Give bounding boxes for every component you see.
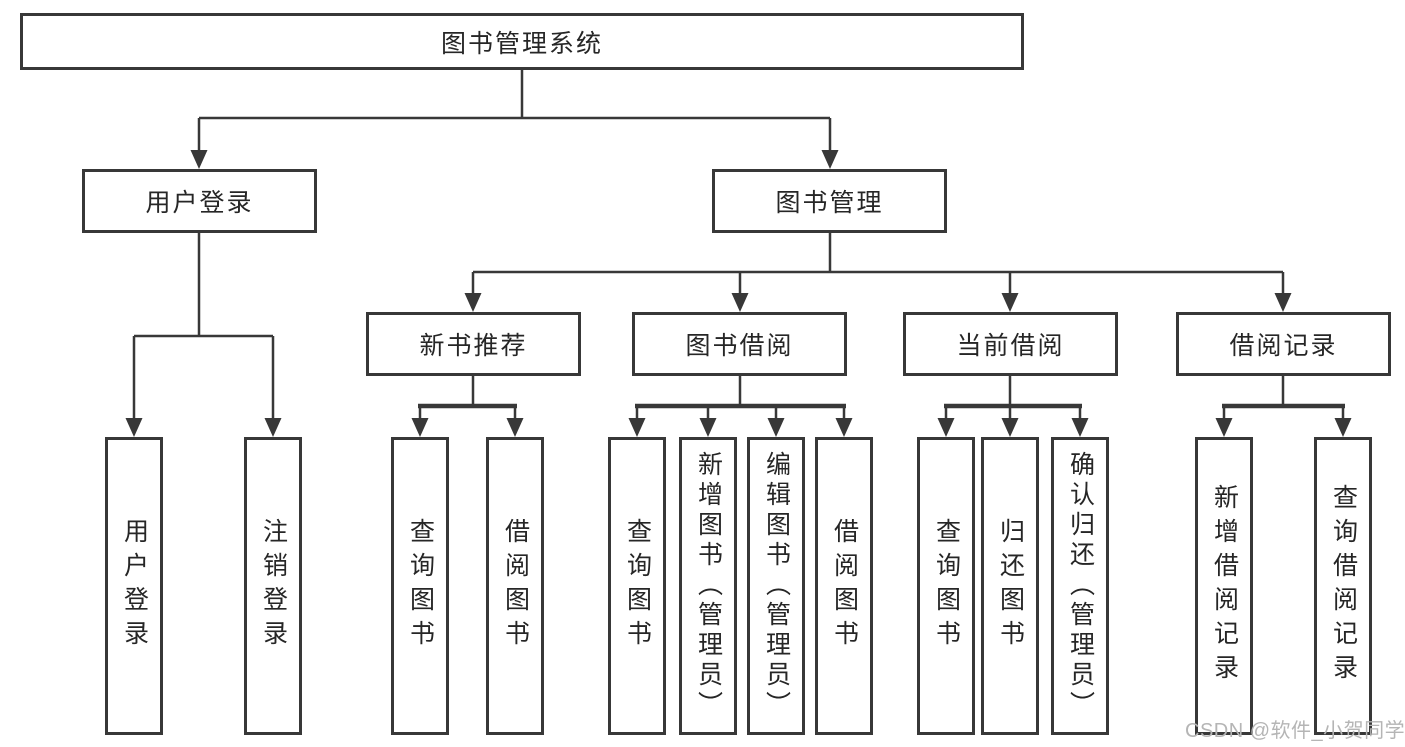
leaf-label: 新增图书（管理员）	[694, 451, 723, 721]
leaf-label: 查询借阅记录	[1329, 484, 1358, 688]
leaf-add-books-admin: 新增图书（管理员）	[679, 437, 737, 735]
leaf-label: 编辑图书（管理员）	[762, 451, 791, 721]
leaf-label: 用户登录	[120, 518, 149, 654]
leaf-label: 注销登录	[259, 518, 288, 654]
leaf-query-books-recommend: 查询图书	[391, 437, 449, 735]
node-label: 图书管理	[775, 189, 884, 217]
leaf-label: 查询图书	[932, 518, 961, 654]
leaf-label: 查询图书	[623, 518, 652, 654]
leaf-label: 借阅图书	[501, 518, 530, 654]
leaf-user-login: 用户登录	[105, 437, 163, 735]
leaf-query-books-current: 查询图书	[917, 437, 975, 735]
node-user-login-branch: 用户登录	[82, 169, 317, 233]
leaf-add-borrow-record: 新增借阅记录	[1195, 437, 1253, 735]
node-borrowing-records: 借阅记录	[1176, 312, 1391, 376]
arrowheads	[125, 150, 1352, 437]
leaf-confirm-return-admin: 确认归还（管理员）	[1051, 437, 1109, 735]
leaf-query-borrow-record: 查询借阅记录	[1314, 437, 1372, 735]
leaf-logout: 注销登录	[244, 437, 302, 735]
leaf-label: 借阅图书	[830, 518, 859, 654]
node-book-management: 图书管理	[712, 169, 947, 233]
leaf-return-books: 归还图书	[981, 437, 1039, 735]
node-label: 图书借阅	[685, 332, 794, 360]
node-label: 当前借阅	[956, 332, 1065, 360]
node-label: 新书推荐	[419, 332, 528, 360]
leaf-label: 确认归还（管理员）	[1066, 451, 1095, 721]
leaf-label: 归还图书	[996, 518, 1025, 654]
node-book-borrowing: 图书借阅	[632, 312, 847, 376]
leaf-label: 新增借阅记录	[1210, 484, 1239, 688]
node-label: 图书管理系统	[440, 29, 603, 58]
leaf-query-books-borrowing: 查询图书	[608, 437, 666, 735]
node-library-system: 图书管理系统	[20, 13, 1024, 70]
watermark: CSDN @软件_小贺同学	[1185, 720, 1405, 742]
leaf-borrow-books-borrowing: 借阅图书	[815, 437, 873, 735]
leaf-label: 查询图书	[406, 518, 435, 654]
leaf-edit-books-admin: 编辑图书（管理员）	[747, 437, 805, 735]
node-current-borrowing: 当前借阅	[903, 312, 1118, 376]
node-new-book-recommend: 新书推荐	[366, 312, 581, 376]
node-label: 用户登录	[145, 189, 254, 217]
node-label: 借阅记录	[1229, 332, 1338, 360]
leaf-borrow-books-recommend: 借阅图书	[486, 437, 544, 735]
